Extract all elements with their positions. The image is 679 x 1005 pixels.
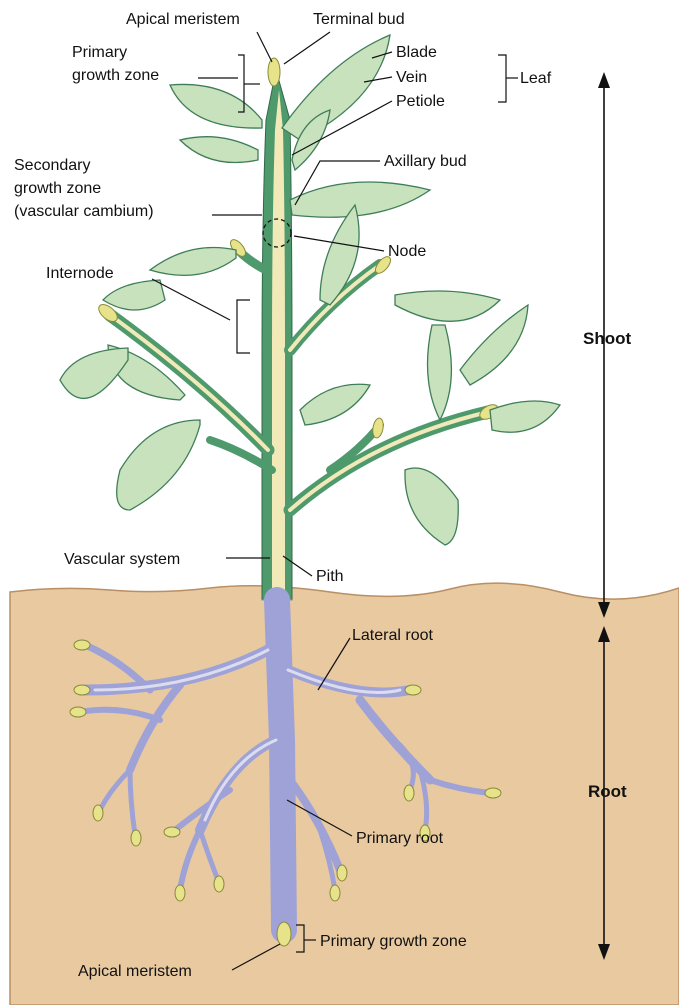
leaf	[428, 325, 452, 420]
leaf	[282, 35, 390, 140]
label-shoot: Shoot	[583, 329, 631, 348]
label-secondary-growth-zone-line2: growth zone	[14, 180, 101, 197]
leaf	[150, 248, 236, 276]
label-node: Node	[388, 243, 426, 260]
label-lateral-root: Lateral root	[352, 627, 433, 644]
leaf	[405, 468, 458, 545]
leaf	[180, 137, 258, 163]
leaf	[103, 280, 165, 310]
label-secondary-growth-zone-line1: Secondary	[14, 157, 91, 174]
label-primary-growth-zone-bottom: Primary growth zone	[320, 933, 467, 950]
label-leaf: Leaf	[520, 70, 552, 87]
label-root: Root	[588, 782, 627, 801]
label-terminal-bud: Terminal bud	[313, 11, 405, 28]
label-apical-meristem-bottom: Apical meristem	[78, 963, 192, 980]
leaf	[300, 384, 370, 425]
label-apical-meristem-top: Apical meristem	[126, 11, 240, 28]
leaf	[395, 291, 500, 321]
leaf	[60, 348, 128, 398]
label-vein: Vein	[396, 69, 427, 86]
label-vascular-system: Vascular system	[64, 551, 180, 568]
label-pith: Pith	[316, 568, 344, 585]
label-axillary-bud: Axillary bud	[384, 153, 467, 170]
label-primary-growth-zone-top-line1: Primary	[72, 44, 127, 61]
label-blade: Blade	[396, 44, 437, 61]
label-secondary-growth-zone-line3: (vascular cambium)	[14, 203, 154, 220]
leaf	[170, 84, 262, 128]
leaves	[60, 35, 560, 545]
leaf	[290, 182, 430, 217]
leaf	[117, 420, 200, 510]
label-internode: Internode	[46, 265, 114, 282]
label-petiole: Petiole	[396, 93, 445, 110]
label-primary-growth-zone-top-line2: growth zone	[72, 67, 159, 84]
label-primary-root: Primary root	[356, 830, 444, 847]
leaf	[490, 401, 560, 432]
